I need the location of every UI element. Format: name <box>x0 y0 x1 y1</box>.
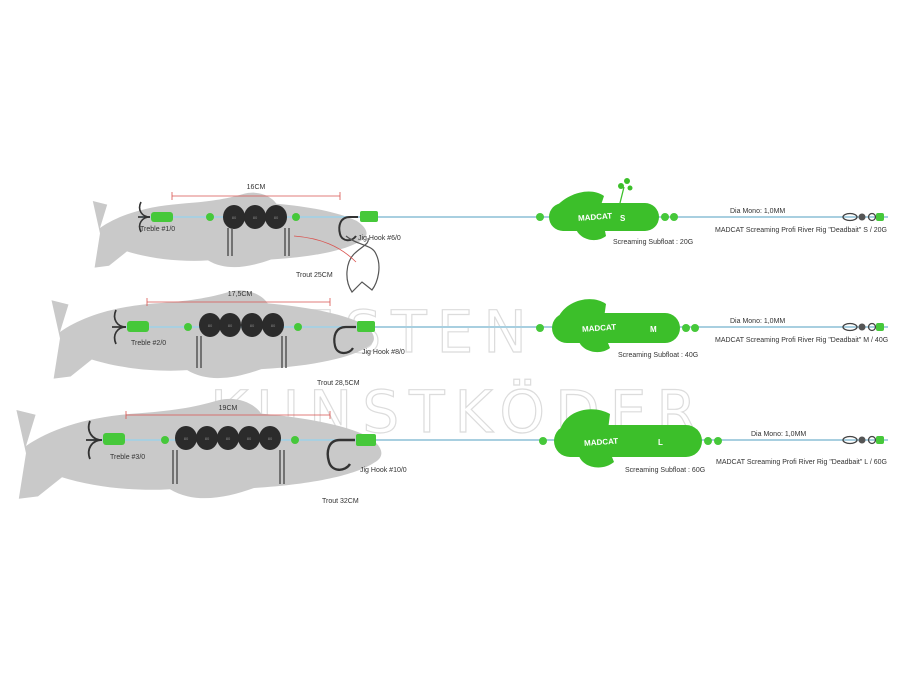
svg-text:80: 80 <box>228 323 233 328</box>
treble-label: Treble #1/0 <box>140 226 175 233</box>
svg-text:80: 80 <box>268 436 273 441</box>
length-measure: 16CM <box>171 184 341 200</box>
hook-label: Jig Hook #8/0 <box>362 349 405 356</box>
rattle-row <box>199 313 284 337</box>
subfloat-label: Screaming Subfloat : 60G <box>625 467 705 474</box>
svg-text:80: 80 <box>205 436 210 441</box>
swivel-icon <box>842 322 884 332</box>
float-m: MADCAT M <box>536 299 699 353</box>
svg-text:80: 80 <box>274 215 279 220</box>
float-size: S <box>620 214 626 223</box>
hook-sleeve <box>360 211 378 222</box>
rig-2: 17,5CM Treble #2/0 80 80 80 80 <box>51 290 888 387</box>
measure-label: 17,5CM <box>228 291 253 298</box>
float-brand: MADCAT <box>584 437 619 448</box>
hook-label: Jig Hook #10/0 <box>360 467 407 474</box>
hook-sleeve <box>356 434 376 446</box>
treble-hook-icon <box>112 309 127 345</box>
hook-label: Jig Hook #6/0 <box>358 235 401 242</box>
svg-text:80: 80 <box>250 323 255 328</box>
bait-pins <box>172 450 285 484</box>
treble-sleeve <box>103 433 125 445</box>
rattle-row <box>223 205 287 229</box>
swivel-icon <box>842 435 884 445</box>
product-label: MADCAT Screaming Profi River Rig "Deadba… <box>715 227 887 234</box>
svg-text:80: 80 <box>184 436 189 441</box>
rattle-row <box>175 426 281 450</box>
bait-pins <box>227 228 290 256</box>
svg-text:80: 80 <box>226 436 231 441</box>
float-l: MADCAT L <box>539 409 722 468</box>
trout-label: Trout 32CM <box>322 498 359 505</box>
float-s: MADCAT S <box>536 178 678 241</box>
bait-pins <box>196 336 287 368</box>
product-label: MADCAT Screaming Profi River Rig "Deadba… <box>715 337 888 344</box>
treble-sleeve <box>127 321 149 332</box>
treble-label: Treble #3/0 <box>110 454 145 461</box>
treble-hook-icon <box>86 420 103 460</box>
float-size: M <box>650 325 657 334</box>
float-size: L <box>658 438 663 447</box>
bait-clip-icon <box>345 235 380 293</box>
treble-label: Treble #2/0 <box>131 340 166 347</box>
product-label: MADCAT Screaming Profi River Rig "Deadba… <box>716 459 887 466</box>
length-measure: 19CM <box>125 405 331 419</box>
measure-label: 16CM <box>247 184 266 191</box>
trout-silhouette <box>92 192 367 268</box>
hook-sleeve <box>357 321 375 332</box>
mono-label: Dia Mono: 1,0MM <box>730 318 785 325</box>
mono-label: Dia Mono: 1,0MM <box>730 208 785 215</box>
treble-sleeve <box>151 212 173 222</box>
svg-text:80: 80 <box>208 323 213 328</box>
jig-hook-icon <box>333 325 356 355</box>
mono-label: Dia Mono: 1,0MM <box>751 431 806 438</box>
rig-3: 19CM Treble #3/0 80 80 80 80 80 <box>16 398 888 505</box>
treble-hook-icon <box>138 201 151 233</box>
length-measure: 17,5CM <box>146 291 331 306</box>
float-brand: MADCAT <box>578 211 613 222</box>
rig-1: 16CM Treble #1/0 80 80 80 <box>92 178 888 293</box>
svg-text:80: 80 <box>247 436 252 441</box>
svg-text:80: 80 <box>271 323 276 328</box>
measure-label: 19CM <box>219 405 238 412</box>
subfloat-label: Screaming Subfloat : 40G <box>618 352 698 359</box>
trout-label: Trout 25CM <box>296 272 333 279</box>
trout-label: Trout 28,5CM <box>317 380 360 387</box>
jig-hook-icon <box>326 438 355 471</box>
svg-text:80: 80 <box>232 215 237 220</box>
swivel-icon <box>842 212 884 222</box>
svg-text:80: 80 <box>253 215 258 220</box>
float-brand: MADCAT <box>582 323 617 334</box>
subfloat-label: Screaming Subfloat : 20G <box>613 239 693 246</box>
